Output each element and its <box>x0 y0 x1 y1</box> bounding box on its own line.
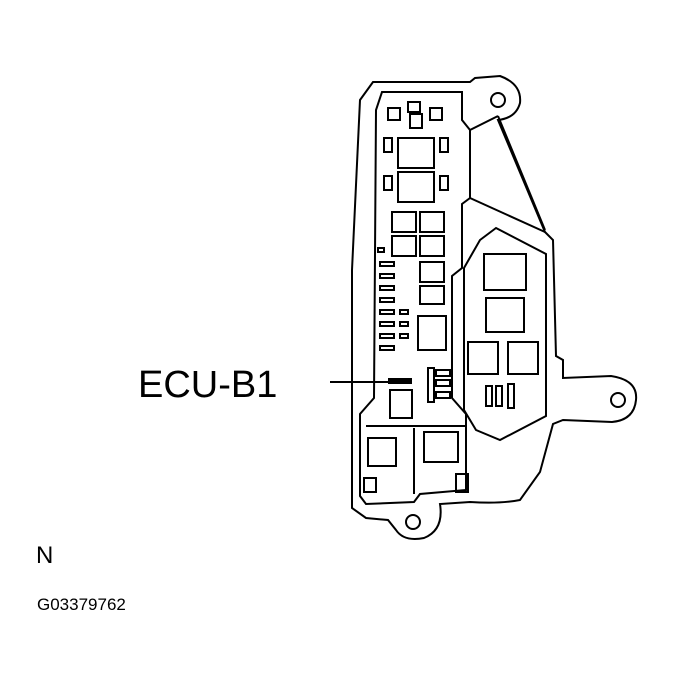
orientation-letter: N <box>36 542 53 569</box>
fuse-slots <box>363 101 469 494</box>
ecu-b1-label: ECU-B1 <box>138 364 277 406</box>
fuse-block-housing <box>351 74 638 540</box>
relay-socket-panel <box>463 226 547 442</box>
figure-code: G03379762 <box>37 595 126 614</box>
